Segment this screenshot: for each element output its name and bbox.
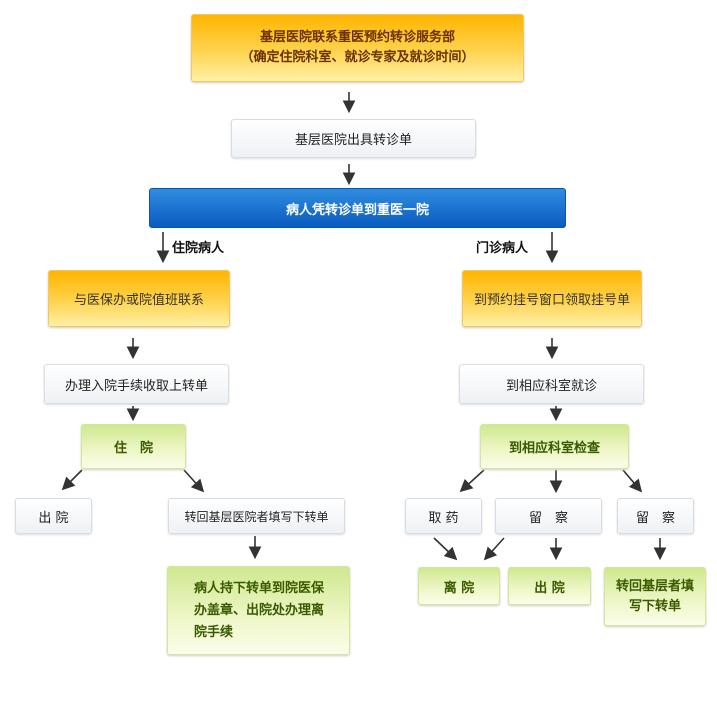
get-ticket-box: 到预约挂号窗口领取挂号单 [462, 270, 642, 327]
referral-service-box: 基层医院联系重医预约转诊服务部 （确定住院科室、就诊专家及就诊时间） [191, 14, 524, 82]
go-to-hospital-box: 病人凭转诊单到重医一院 [149, 188, 566, 228]
inpatient-discharge-box: 出 院 [15, 498, 92, 534]
transfer-back-box: 转回基层医院者填写下转单 [168, 498, 345, 534]
top-line2: （确定住院科室、就诊专家及就诊时间） [240, 50, 475, 65]
outpatient-discharge-box: 出 院 [508, 567, 591, 605]
issue-referral-box: 基层医院出具转诊单 [231, 119, 476, 158]
visit-department-box: 到相应科室就诊 [459, 364, 644, 404]
exam-box: 到相应科室检查 [480, 424, 629, 469]
observe-box-2: 留 察 [617, 498, 694, 534]
contact-insurance-box: 与医保办或院值班联系 [48, 270, 230, 327]
admission-box: 办理入院手续收取上转单 [44, 364, 229, 404]
outpatient-label: 门诊病人 [476, 241, 529, 256]
hospitalized-box: 住 院 [81, 424, 186, 469]
top-line1: 基层医院联系重医预约转诊服务部 [259, 30, 455, 45]
leave-box: 离 院 [418, 567, 500, 605]
observe-box-1: 留 察 [495, 498, 602, 534]
inpatient-label: 住院病人 [172, 241, 225, 256]
final-procedure-box: 病人持下转单到院医保办盖章、出院处办理离院手续 [167, 566, 350, 655]
outpatient-transfer-back-box: 转回基层者填写下转单 [604, 567, 706, 626]
medicine-box: 取 药 [405, 498, 482, 534]
